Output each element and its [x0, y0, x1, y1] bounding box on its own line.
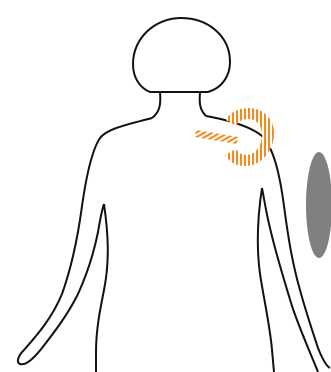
torso-outline-left: [18, 118, 152, 364]
neck-left: [152, 92, 160, 118]
marker-tail: [195, 130, 238, 144]
head-outline: [133, 18, 230, 92]
neck-right: [200, 92, 206, 116]
torso-right-side: [258, 188, 274, 372]
left-arm-inner: [42, 204, 104, 348]
side-indicator: [306, 152, 331, 258]
